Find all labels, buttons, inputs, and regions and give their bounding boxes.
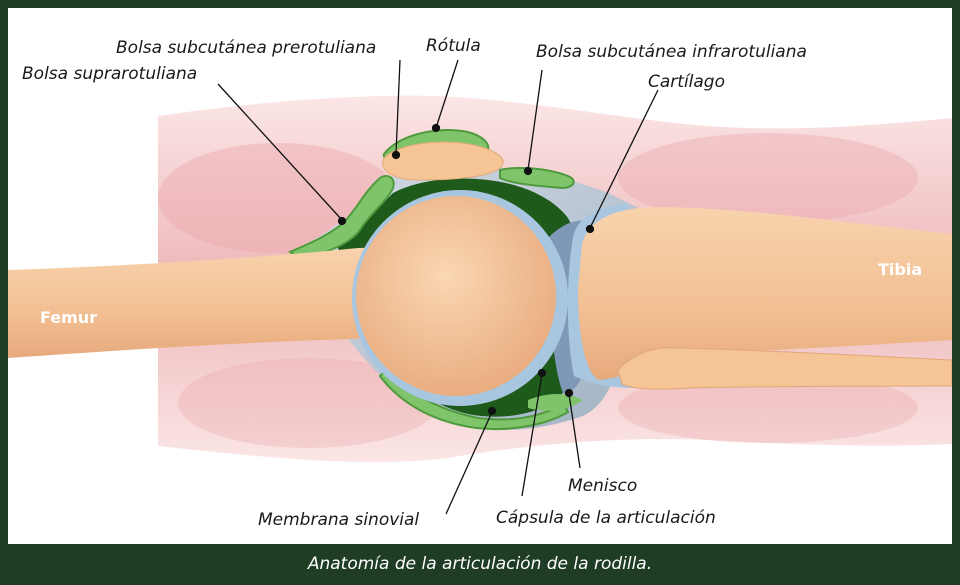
label-femur: Femur [40, 308, 97, 327]
label-cartilago: Cartílago [648, 72, 725, 92]
label-menisco: Menisco [568, 476, 637, 496]
illustration-panel: Bolsa subcutánea prerotuliana Rótula Bol… [8, 8, 952, 544]
figure-caption: Anatomía de la articulación de la rodill… [0, 544, 960, 585]
label-tibia: Tibia [878, 260, 922, 279]
knee-illustration [8, 8, 952, 544]
femur-head [356, 196, 556, 396]
label-membrana-sinovial: Membrana sinovial [258, 510, 419, 530]
label-bolsa-infrarotuliana: Bolsa subcutánea infrarotuliana [536, 42, 807, 62]
label-capsula-articulacion: Cápsula de la articulación [496, 508, 716, 528]
label-bolsa-suprarotuliana: Bolsa suprarotuliana [22, 64, 197, 84]
label-bolsa-prerotuliana: Bolsa subcutánea prerotuliana [116, 38, 376, 58]
label-rotula: Rótula [426, 36, 481, 56]
